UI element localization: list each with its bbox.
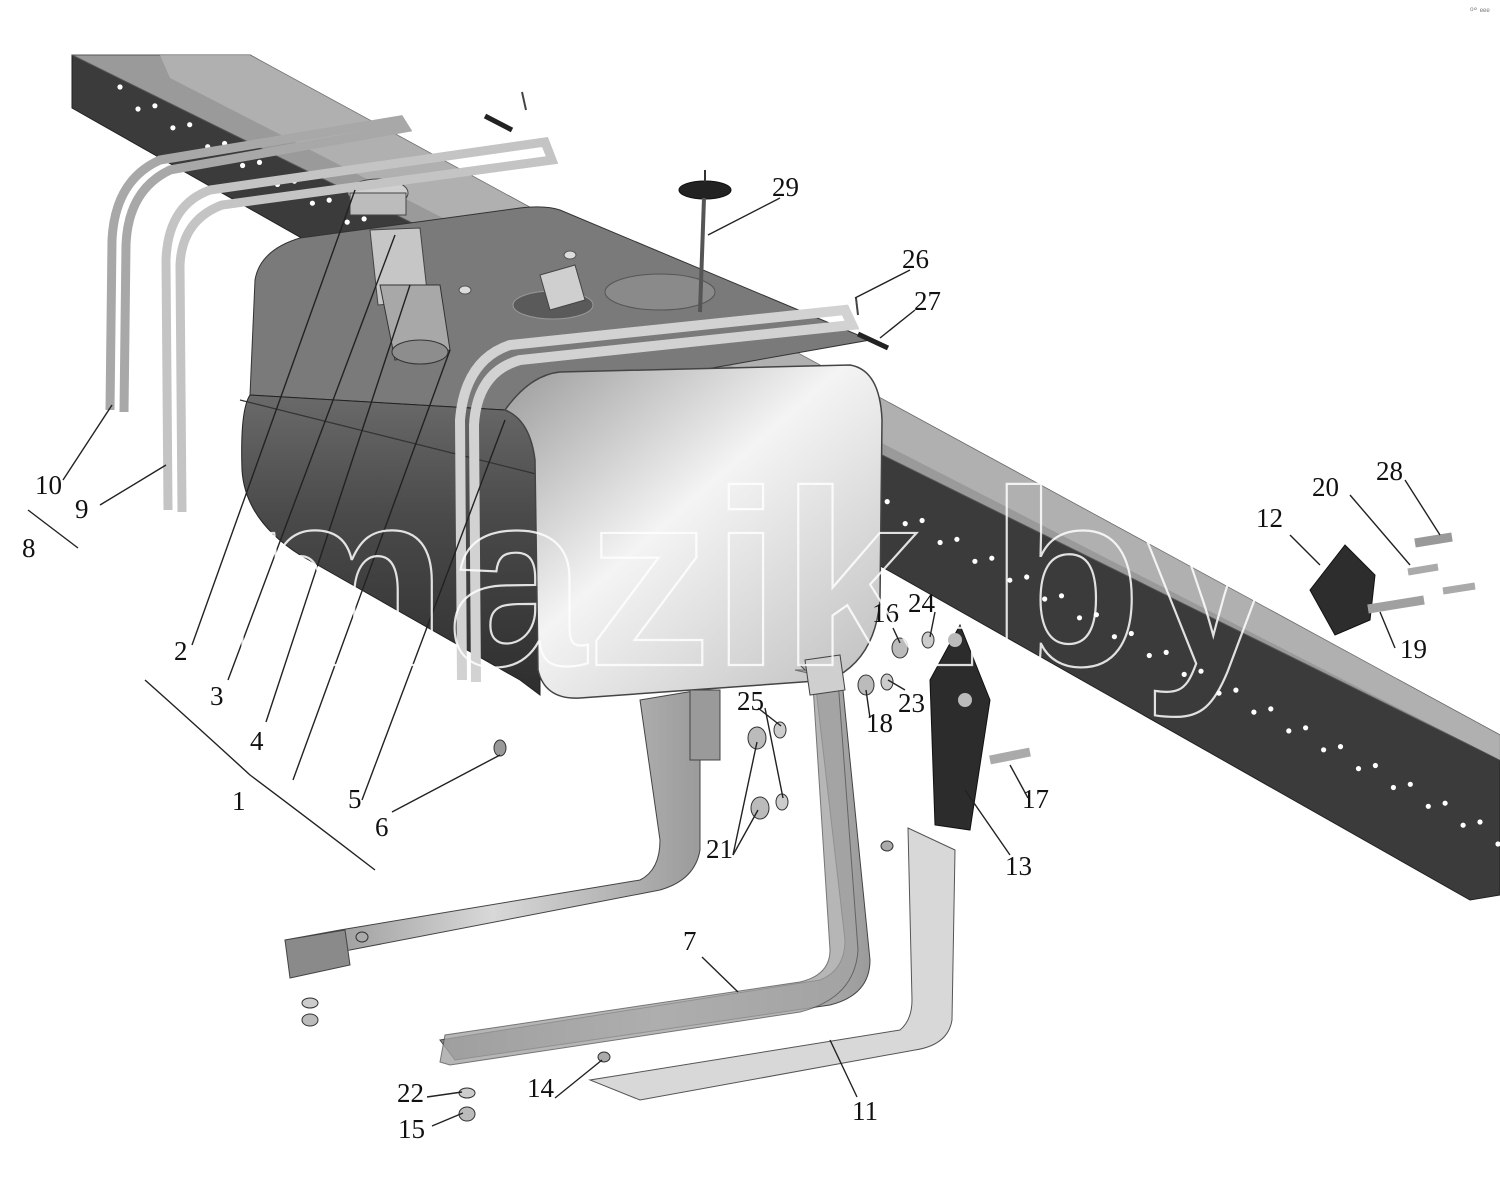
rail-hole — [1407, 781, 1413, 787]
rail-hole — [1321, 747, 1327, 753]
rail-hole — [1425, 803, 1431, 809]
rail-hole — [1233, 687, 1239, 693]
strap-bolts — [483, 91, 890, 351]
rail-hole — [937, 539, 943, 546]
callout-25: 25 — [737, 686, 764, 716]
rail-hole — [1460, 822, 1466, 828]
callout-16: 16 — [872, 598, 899, 628]
rail-hole — [884, 499, 890, 505]
rail-hole — [1216, 690, 1222, 696]
callout-21: 21 — [706, 834, 733, 864]
rail-hole — [1163, 649, 1169, 656]
callout-3: 3 — [210, 681, 224, 711]
rail-hole — [361, 216, 367, 222]
rail-hole — [919, 517, 925, 524]
fasteners — [301, 532, 1476, 1122]
rail-hole — [902, 521, 908, 527]
level-sensor — [678, 170, 732, 313]
callout-29: 29 — [772, 172, 799, 202]
callout-15: 15 — [398, 1114, 425, 1144]
rail-hole — [1372, 762, 1378, 769]
rail-hole — [1477, 819, 1483, 825]
rail-hole — [1337, 744, 1344, 750]
rail-hole — [972, 558, 978, 564]
callout-8: 8 — [22, 533, 36, 563]
tank-bracket-7 — [439, 654, 871, 1066]
rail-hole — [344, 219, 350, 225]
rail-hole — [1076, 615, 1083, 621]
rail-hole — [117, 84, 123, 90]
callout-28: 28 — [1376, 456, 1403, 486]
rail-hole — [1058, 593, 1065, 599]
rail-hole — [1111, 634, 1117, 640]
rail-hole — [954, 536, 960, 542]
callout-2: 2 — [174, 636, 188, 666]
rail-hole — [309, 200, 315, 206]
rail-hole — [1495, 841, 1500, 847]
rail-hole — [1251, 709, 1257, 715]
leader-lines — [27, 189, 1441, 1127]
watermark: mazik.by — [225, 439, 1281, 718]
rail-hole — [1128, 630, 1134, 637]
callout-20: 20 — [1312, 472, 1339, 502]
callout-13: 13 — [1005, 851, 1032, 881]
callout-19: 19 — [1400, 634, 1427, 664]
rail-hole — [187, 122, 193, 128]
rail-hole — [1181, 671, 1187, 678]
mounting-plate-12 — [1309, 544, 1376, 636]
rail-hole — [1024, 574, 1030, 580]
rail-hole — [1303, 725, 1309, 731]
callout-5: 5 — [348, 784, 362, 814]
rail-hole — [326, 197, 332, 203]
rail-hole — [256, 159, 263, 165]
rail-hole — [1268, 706, 1274, 712]
rail-hole — [989, 555, 995, 561]
callout-9: 9 — [75, 494, 89, 524]
tank-straps — [105, 115, 860, 683]
callout-12: 12 — [1256, 503, 1283, 533]
rail-hole — [1198, 668, 1204, 674]
callout-4: 4 — [250, 726, 264, 756]
callout-17: 17 — [1022, 784, 1049, 814]
rail-hole — [1355, 766, 1362, 772]
callout-18: 18 — [866, 708, 893, 738]
rail-hole — [1093, 612, 1099, 618]
rail-hole — [1390, 784, 1396, 791]
rail-hole — [135, 106, 141, 112]
corner-mark: ⁰° ᵉᵉᵉ — [1470, 6, 1490, 16]
callout-6: 6 — [375, 812, 389, 842]
callout-14: 14 — [527, 1073, 555, 1103]
callout-26: 26 — [902, 244, 929, 274]
rail-hole — [1042, 596, 1048, 602]
rail-hole — [1007, 577, 1013, 583]
callout-23: 23 — [898, 688, 925, 718]
bracket-strip-11 — [588, 827, 956, 1101]
rail-hole — [170, 125, 176, 131]
rail-hole — [152, 103, 158, 109]
mounting-bracket-13 — [929, 623, 991, 831]
callout-27: 27 — [914, 286, 941, 316]
rail-hole — [1442, 800, 1448, 806]
rail-hole — [1286, 728, 1292, 734]
callout-24: 24 — [908, 588, 936, 618]
rail-hole — [1146, 652, 1152, 659]
callout-11: 11 — [852, 1096, 878, 1126]
rail-hole — [240, 162, 246, 169]
callout-7: 7 — [683, 926, 697, 956]
tank-bracket-front — [284, 689, 721, 979]
callouts: 1 2 3 4 5 6 7 8 9 10 11 12 13 14 15 16 1… — [22, 172, 1427, 1144]
callout-22: 22 — [397, 1078, 424, 1108]
callout-1: 1 — [232, 786, 246, 816]
callout-10: 10 — [35, 470, 62, 500]
